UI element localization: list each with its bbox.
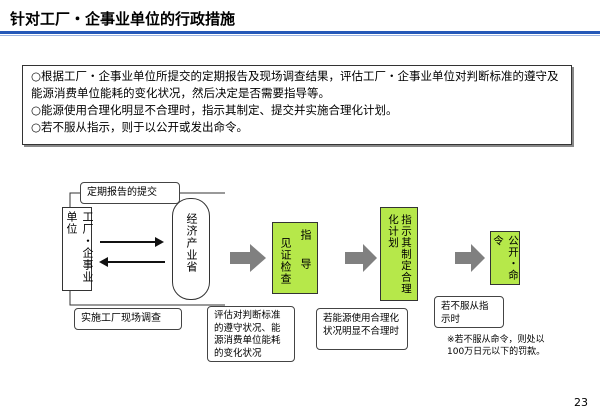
plan-label: 指示其制定合理化计划 (387, 214, 412, 295)
disobey-callout: 若不服从指示时 (434, 296, 504, 328)
ministry-node: 经济产业省 (172, 198, 210, 300)
guidance-box: 见证检查 指导 (272, 222, 318, 294)
guidance-top-label: 指导 (299, 229, 312, 287)
flow-arrow-2 (345, 244, 377, 272)
title-divider-thin (0, 35, 600, 36)
report-arrow-head (155, 237, 164, 247)
flow-arrow-3 (455, 244, 485, 272)
report-label: 定期报告的提交 (80, 182, 180, 204)
summary-line-1: ○根据工厂・企事业单位所提交的定期报告及现场调查结果，评估工厂・企事业单位对判断… (31, 69, 559, 100)
title-divider (0, 31, 600, 34)
guidance-bottom-label: 见证检查 (279, 237, 292, 285)
inspection-label: 实施工厂现场调查 (74, 308, 182, 330)
summary-box: ○根据工厂・企事业单位所提交的定期报告及现场调查结果，评估工厂・企事业单位对判断… (22, 65, 572, 145)
plan-box: 指示其制定合理化计划 (380, 207, 418, 301)
bottom-bracket-line (69, 290, 225, 306)
evaluate-callout: 评估对判断标准的遵守状况、能源消费单位能耗的变化状况 (207, 306, 295, 362)
penalty-note: ※若不服从命令，则处以100万日元以下的罚款。 (447, 335, 546, 357)
publish-label: 公开・命令 (492, 235, 519, 281)
ministry-label: 经济产业省 (185, 213, 198, 273)
factory-box: 工厂・企事业单位 (62, 207, 94, 291)
unreasonable-callout: 若能源使用合理化状况明显不合理时 (316, 308, 408, 350)
summary-line-3: ○若不服从指示，则于以公开或发出命令。 (31, 120, 249, 134)
page-number: 23 (574, 396, 588, 409)
page-title: 针对工厂・企事业单位的行政措施 (10, 10, 236, 28)
inspection-arrow-head (99, 257, 108, 267)
summary-line-2: ○能源使用合理化明显不合理时，指示其制定、提交并实施合理化计划。 (31, 103, 398, 117)
publish-box: 公开・命令 (490, 231, 520, 285)
factory-label: 工厂・企事业单位 (65, 211, 94, 283)
flow-arrow-1 (230, 244, 266, 272)
